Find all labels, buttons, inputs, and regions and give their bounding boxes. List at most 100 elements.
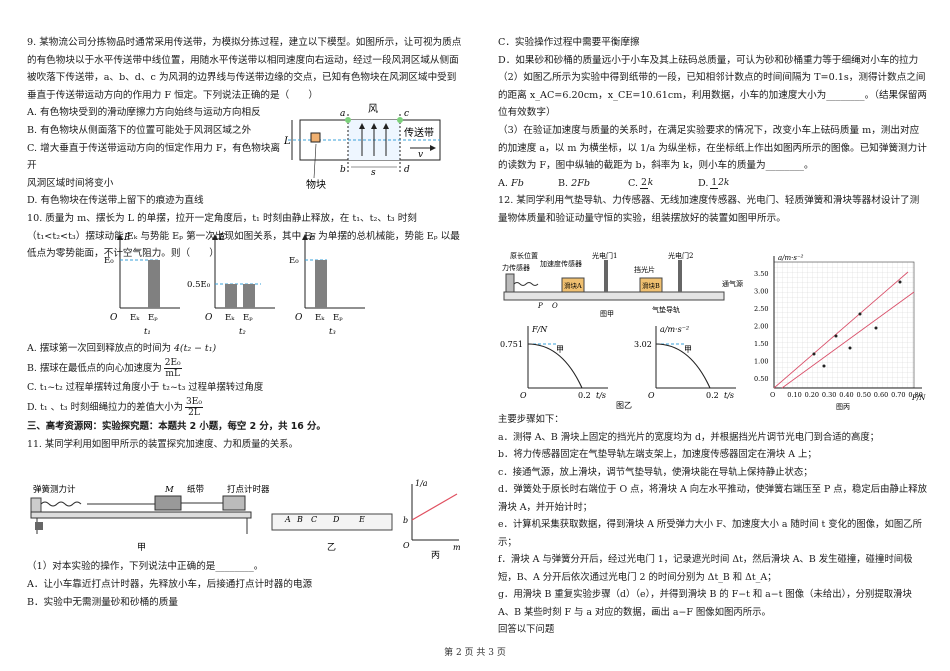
t2-e0-label: 0.5E₀ [187,280,211,290]
point-b: b [340,165,346,175]
bing-x-label: m [453,543,461,552]
fig12-bing: 图丙 [836,403,850,411]
spring [513,282,539,286]
t3-axis-E: E [308,233,316,243]
a-t-end: 0.2 [706,391,719,400]
t1-axis-E: E [123,233,131,243]
timer-label: 打点计时器 [227,484,270,495]
t2-ep-bar [243,284,255,308]
bing-line-2 [781,291,915,389]
F-origin: O [520,391,527,400]
q11-sub3-option-b: B. 2Fb [558,177,591,189]
air-source-label: 通气源 [722,279,743,288]
t3-ek-label: Eₖ [315,313,325,323]
a0-value: 3.02 [634,340,652,349]
step-b: b．将力传感器固定在气垫导轨左端支架上，加速度传感器固定在滑块 A 上； [498,449,817,460]
bing-y-tick: 2.50 [754,305,768,313]
t2-ek-label: Eₖ [225,313,235,323]
bing-origin: O [403,541,410,550]
q11-sub3-option-d: D.12k [698,177,730,189]
t3-ep-label: Eₚ [333,313,343,323]
block-B-label: 滑块B [642,281,660,290]
F-axis-label: F/N [531,325,548,334]
block-B [639,277,663,293]
t2-origin: O [205,313,213,323]
a-t-axis: t/s [724,391,734,400]
graph-t3: E O E₀ Eₖ Eₚ t₃ [289,233,365,337]
q11-sub1-option-b: B．实验中无需测量砂和砂桶的质量 [27,597,178,608]
wind-arrowhead-3 [383,123,389,129]
a-t-curve [655,343,711,389]
left-column: 9. 某物流公司分拣物品时通常采用传送带，为模拟分拣过程，建立以下模型。如图所示… [27,34,462,263]
q12-stem: 12. 某同学利用气垫导轨、力传感器、无线加速度传感器、光电门、轻质弹簧和滑块等… [498,195,920,224]
q11-sub1-stem: （1）对本实验的操作，下列说法中正确的是________。 [27,561,264,572]
bing-line [411,493,458,521]
q10-stem: 10. 质量为 m、摆长为 L 的单摆，拉开一定角度后，t₁ 时刻由静止释放，在… [27,212,460,260]
graph-t2: E O 0.5E₀ Eₖ Eₚ t₂ [187,233,275,337]
q11-apparatus-figure: 弹簧测力计 M 纸带 打点计时器 甲 A B C D E 乙 1/a b O m… [30,479,461,560]
belt-label: 传送带 [404,126,434,139]
gate-2 [678,260,682,292]
t1-label: t₁ [144,327,151,337]
point-O: O [552,302,558,310]
q12-steps: 主要步骤如下： a．测得 A、B 滑块上固定的挡光片的宽度均为 d，并根据挡光片… [498,411,928,639]
wind-label: 风 [368,103,378,115]
tape-strip [271,513,393,531]
F-t-graph: F/N 0.751 甲 O 0.2 t/s [500,325,608,400]
t1-ep-bar [148,260,160,308]
bing-y-label: 1/a [415,479,428,488]
t3-label: t₃ [329,327,336,337]
q10-option-a: A. 摆球第一次回到释放点的时间为 4(t₂ − t₁) [27,343,217,354]
svg-text:C: C [311,515,317,524]
bing-x-tick: 0.70 [891,391,905,399]
q9-option-c-cont: 风洞区域时间将变小 [27,177,114,189]
force-sensor [505,273,515,293]
a-curve-label: 甲 [684,345,692,354]
t3-ek-bar [315,260,327,308]
q11-option-d: D．如果砂和砂桶的质量远小于小车及其上砝码总质量，可认为砂和砂桶重力等于细绳对小… [498,54,919,66]
svg-text:D: D [332,515,340,524]
fig12-jia: 图甲 [600,310,614,318]
paper-label: 纸带 [187,484,205,495]
bing-x-tick: O [770,391,775,399]
t1-origin: O [110,313,118,323]
q9-option-b: B. 有色物块从侧面落下的位置可能处于风洞区域之外 [27,124,252,136]
spring-scale [40,501,82,507]
bing-x-tick: 0.60 [874,391,888,399]
q11-sub3-option-c: C.2k [628,177,654,189]
sand-bucket [35,522,43,530]
svg-text:B: B [296,515,303,524]
q11-sub1-option-a: A．让小车靠近打点计时器，先释放小车，后接通打点计时器的电源 [27,579,313,590]
q11-sub3: （3）在验证加速度与质量的关系时，在满足实验要求的情况下，改变小车上砝码质量 m… [498,124,927,172]
t1-ep-label: Eₚ [148,313,158,323]
block-square [310,132,321,143]
bing-x-tick: 0.80 [908,391,922,399]
t3-origin: O [295,313,303,323]
gate2-label: 光电门2 [668,252,693,260]
t3-e0-label: E₀ [289,256,299,266]
cart-M: M [164,485,174,495]
bing-y-tick: 1.00 [754,358,768,366]
point-c-dot [397,117,403,123]
right-column: C．实验操作过程中需要平衡摩擦 D．如果砂和砂桶的质量远小于小车及其上砝码总质量… [498,34,928,228]
bing-y-tick: 2.00 [754,323,768,331]
q11-sub3-options: A. Fb B. 2Fb C.2k D.12k [498,175,928,193]
q11-sub3-option-a: A. Fb [498,177,524,189]
F-curve-label: 甲 [556,345,564,354]
F-t-end: 0.2 [578,391,591,400]
q9-options: A. 有色物块受到的滑动摩擦力方向始终与运动方向相反 B. 有色物块从侧面落下的… [27,104,282,210]
bing-x-tick: 0.50 [857,391,871,399]
cart [154,495,182,511]
step-c: c．接通气源，放上滑块，调节气垫导轨，使滑块能在导轨上保持静止状态； [498,466,813,478]
air-rail [503,291,725,301]
t2-ek-bar [225,284,237,308]
bing-points [812,280,902,368]
bing-y-tick: 0.50 [754,375,768,383]
steps-title: 主要步骤如下： [498,414,564,425]
wind-arrowhead-1 [359,123,365,129]
bing-b-label: b [403,516,408,525]
section-3-title: 三、高考资源网：实验探究题：本题共 2 小题，每空 2 分，共 16 分。 [27,421,326,432]
a-origin: O [648,391,655,400]
